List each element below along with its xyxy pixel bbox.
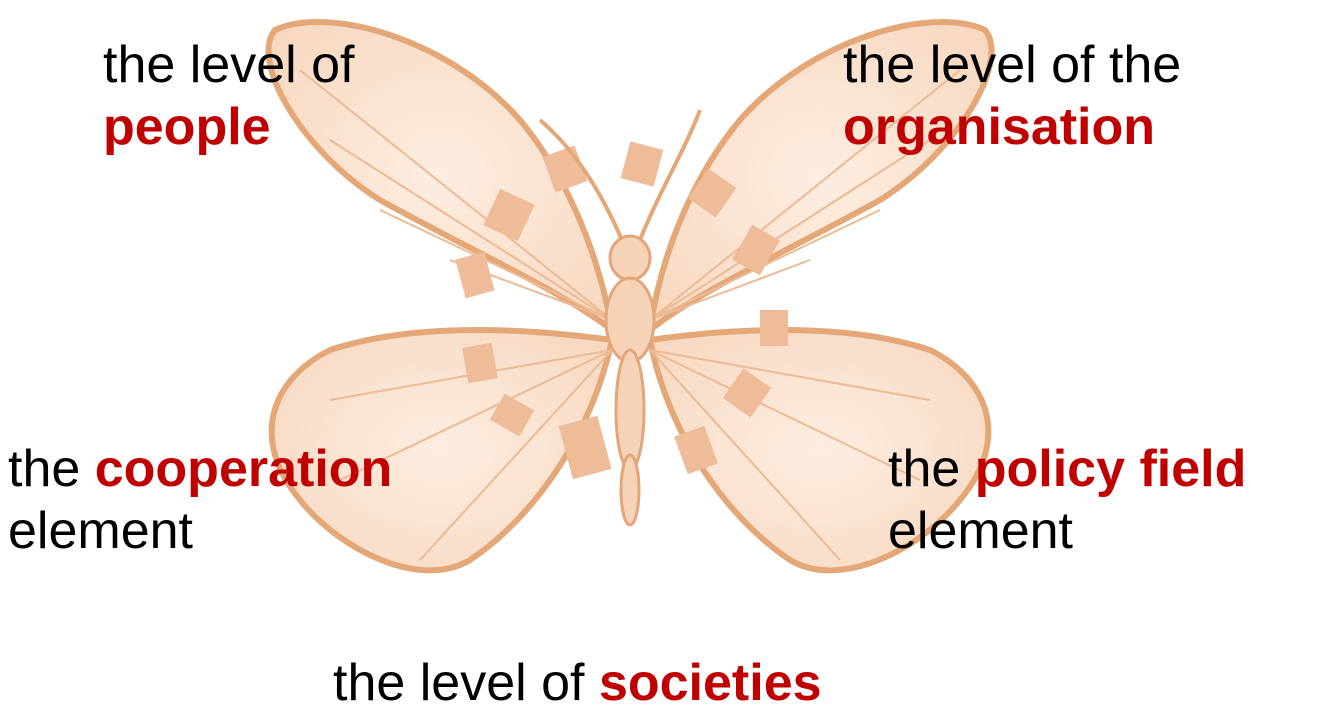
label-societies-emph: societies [599, 654, 822, 712]
label-level-people: the level of people [103, 34, 355, 158]
label-level-organisation: the level of the organisation [843, 34, 1181, 158]
label-policy-post: element [888, 500, 1246, 562]
label-organisation-pre: the level of the [843, 34, 1181, 96]
label-people-pre: the level of [103, 34, 355, 96]
label-level-societies: the level of societies [333, 652, 822, 714]
label-policy-emph: policy field [975, 440, 1247, 498]
label-cooperation-post: element [8, 500, 392, 562]
label-societies-pre: the level of [333, 654, 599, 712]
label-policy-line1: the policy field [888, 438, 1246, 500]
label-policy-pre: the [888, 440, 975, 498]
label-policy-field-element: the policy field element [888, 438, 1246, 562]
butterfly-body [606, 236, 654, 525]
label-cooperation-element: the cooperation element [8, 438, 392, 562]
label-organisation-emph: organisation [843, 96, 1181, 158]
label-cooperation-emph: cooperation [95, 440, 393, 498]
label-people-emph: people [103, 96, 355, 158]
label-cooperation-line1: the cooperation [8, 438, 392, 500]
label-cooperation-pre: the [8, 440, 95, 498]
